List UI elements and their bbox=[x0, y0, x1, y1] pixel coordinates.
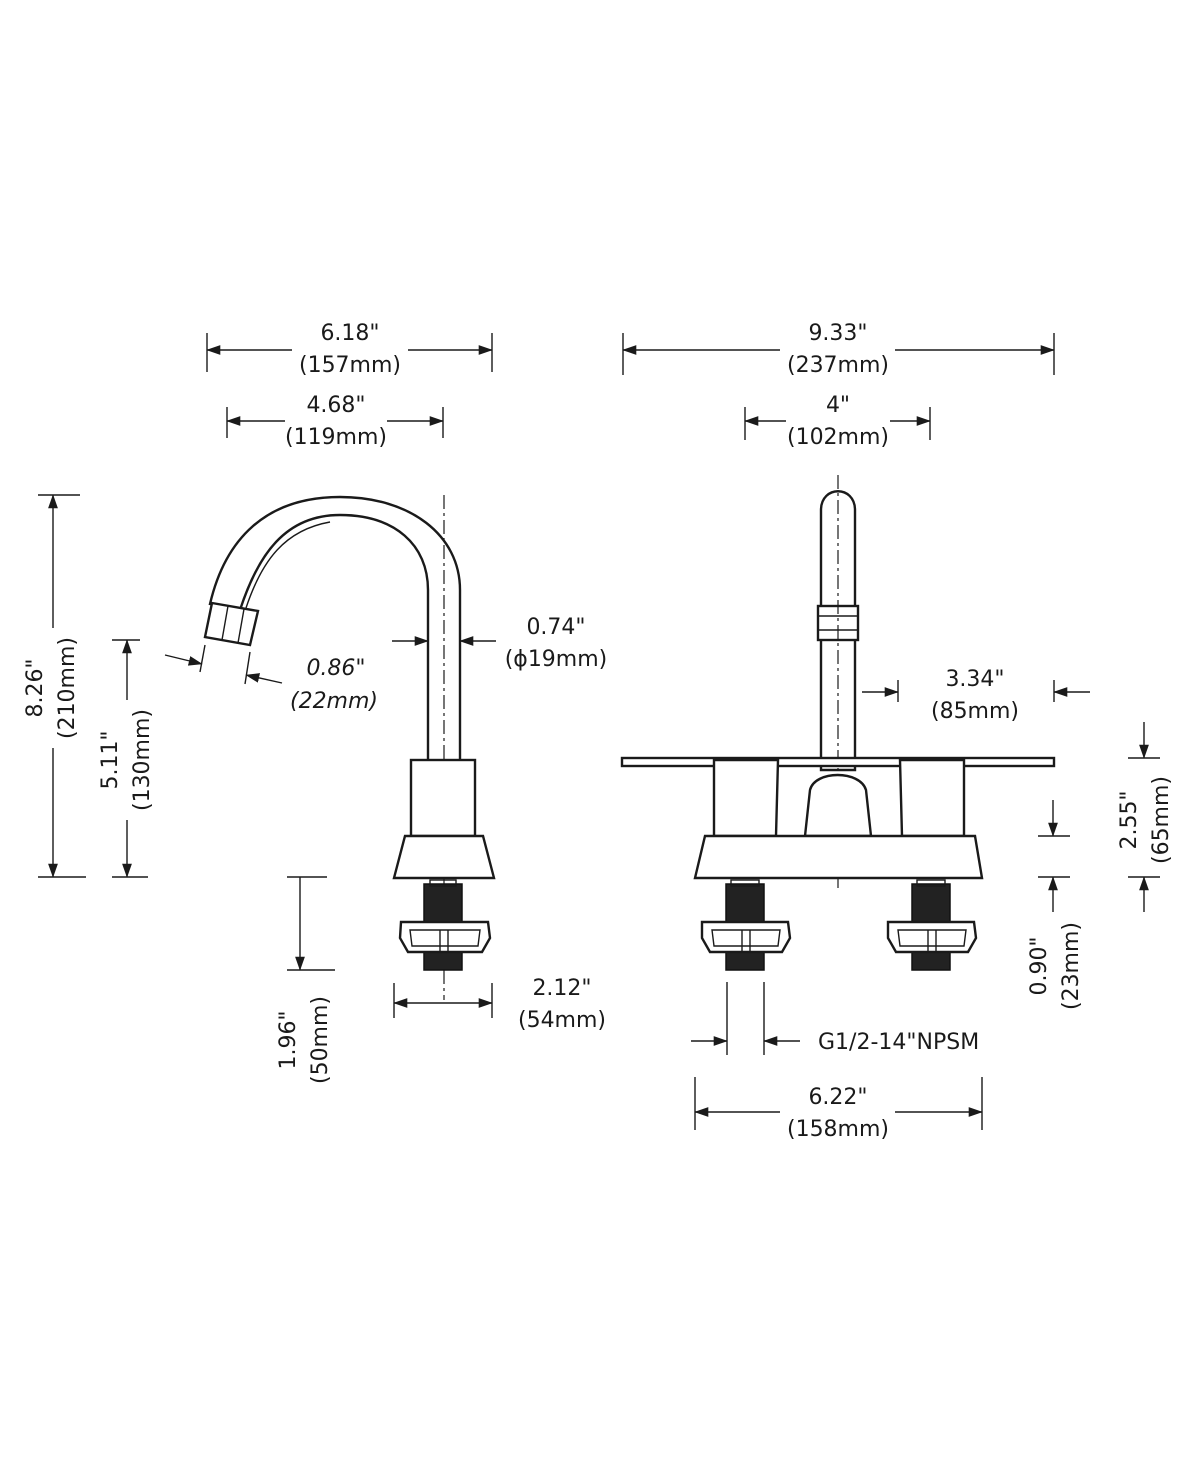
side-width-mm: (157mm) bbox=[299, 353, 401, 378]
side-view bbox=[203, 495, 496, 1000]
total-height-inch: 8.26" bbox=[23, 658, 48, 717]
shank-length-mm: (50mm) bbox=[308, 996, 333, 1084]
aerator-inch: 0.86" bbox=[306, 656, 365, 681]
spout-height-mm: (130mm) bbox=[130, 709, 155, 811]
shank-length-inch: 1.96" bbox=[276, 1010, 301, 1069]
front-spread-mm: (102mm) bbox=[787, 425, 889, 450]
front-lever-plate bbox=[620, 756, 1056, 768]
dimension-labels: 6.18" (157mm) 4.68" (119mm) 9.33" (237mm… bbox=[23, 321, 1174, 1142]
front-deck-base bbox=[693, 834, 984, 880]
side-spout-inner-line bbox=[245, 521, 331, 609]
side-reach-mm: (119mm) bbox=[285, 425, 387, 450]
front-left-handle bbox=[712, 758, 780, 838]
side-deck-base bbox=[392, 834, 496, 880]
front-spread-inch: 4" bbox=[826, 393, 850, 418]
total-height-mm: (210mm) bbox=[55, 637, 80, 739]
side-spout-outline bbox=[208, 495, 462, 762]
front-width-mm: (237mm) bbox=[787, 353, 889, 378]
side-body bbox=[409, 758, 477, 838]
front-left-mounting-nut bbox=[700, 920, 792, 954]
handle-height-mm: (65mm) bbox=[1149, 776, 1174, 864]
side-aerator bbox=[203, 601, 260, 647]
spout-diameter-mm: (ϕ19mm) bbox=[505, 647, 608, 672]
spout-height-inch: 5.11" bbox=[98, 730, 123, 789]
side-width-inch: 6.18" bbox=[320, 321, 379, 346]
thread-spec: G1/2-14"NPSM bbox=[818, 1030, 979, 1055]
front-right-mounting-nut bbox=[886, 920, 978, 954]
front-spout-neck bbox=[803, 773, 873, 838]
handle-height-inch: 2.55" bbox=[1117, 790, 1142, 849]
side-reach-inch: 4.68" bbox=[306, 393, 365, 418]
dimension-lines bbox=[38, 333, 1160, 1130]
front-width-inch: 9.33" bbox=[808, 321, 867, 346]
base-width-inch: 6.22" bbox=[808, 1085, 867, 1110]
base-depth-mm: (54mm) bbox=[518, 1008, 606, 1033]
base-depth-inch: 2.12" bbox=[532, 976, 591, 1001]
handle-reach-inch: 3.34" bbox=[945, 667, 1004, 692]
front-view bbox=[620, 475, 1056, 971]
spout-diameter-inch: 0.74" bbox=[526, 615, 585, 640]
side-mounting-nut bbox=[398, 920, 492, 954]
base-height-mm: (23mm) bbox=[1059, 922, 1084, 1010]
front-right-handle bbox=[898, 758, 966, 838]
base-width-mm: (158mm) bbox=[787, 1117, 889, 1142]
handle-reach-mm: (85mm) bbox=[931, 699, 1019, 724]
base-height-inch: 0.90" bbox=[1027, 936, 1052, 995]
aerator-mm: (22mm) bbox=[290, 689, 378, 714]
